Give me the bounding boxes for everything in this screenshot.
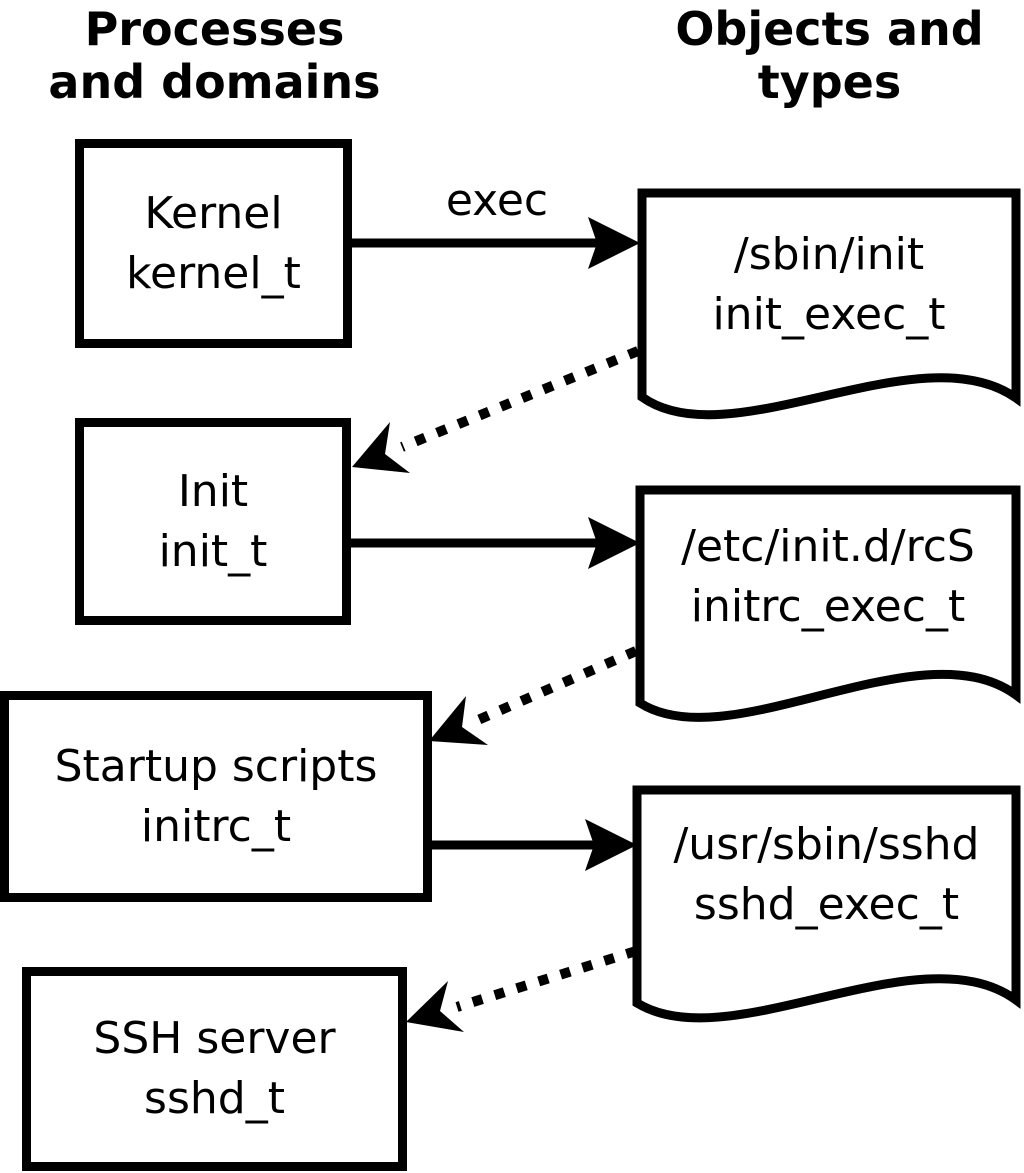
- process-node-init: Init init_t: [75, 418, 351, 625]
- exec-arrow-init-to-rcs: [346, 517, 640, 569]
- exec-arrow-initrc-to-sshd: [427, 819, 637, 871]
- object-node-etc-initd-rcs-label: /etc/init.d/rcS initrc_exec_t: [640, 517, 1016, 637]
- document-shape-usr-sbin-sshd: [632, 785, 1021, 1023]
- process-domain: initrc_t: [140, 800, 292, 852]
- object-type: init_exec_t: [712, 289, 946, 340]
- document-shape-sbin-init: [637, 188, 1021, 420]
- object-path: /usr/sbin/sshd: [673, 819, 980, 870]
- transition-arrow-sshdexec-to-sshd: [406, 946, 638, 1032]
- process-name: Startup scripts: [54, 740, 378, 792]
- object-node-usr-sbin-sshd-label: /usr/sbin/sshd sshd_exec_t: [637, 815, 1016, 935]
- object-type: sshd_exec_t: [693, 879, 960, 930]
- transition-arrow-initexec-to-init: [352, 346, 640, 473]
- process-name: Init: [177, 465, 249, 517]
- process-name: Kernel: [144, 187, 283, 239]
- process-node-ssh-server: SSH server sshd_t: [22, 967, 407, 1171]
- process-domain: init_t: [158, 525, 268, 577]
- object-node-sbin-init-label: /sbin/init init_exec_t: [642, 225, 1016, 345]
- process-node-startup-scripts: Startup scripts initrc_t: [0, 691, 432, 902]
- document-shape-etc-initd-rcs: [635, 485, 1021, 722]
- process-domain: kernel_t: [126, 247, 301, 299]
- process-name: SSH server: [93, 1013, 336, 1064]
- process-domain: sshd_t: [144, 1073, 285, 1124]
- column-header-processes: Processes and domains: [48, 2, 381, 109]
- process-node-kernel: Kernel kernel_t: [75, 139, 352, 348]
- exec-arrow-kernel-to-init: [347, 217, 640, 269]
- object-path: /sbin/init: [733, 229, 925, 280]
- column-header-objects: Objects and types: [675, 2, 984, 109]
- edge-label-exec: exec: [445, 175, 549, 226]
- object-path: /etc/init.d/rcS: [681, 521, 975, 572]
- object-type: initrc_exec_t: [690, 581, 966, 632]
- transition-arrow-initrcexec-to-initrc: [429, 646, 639, 745]
